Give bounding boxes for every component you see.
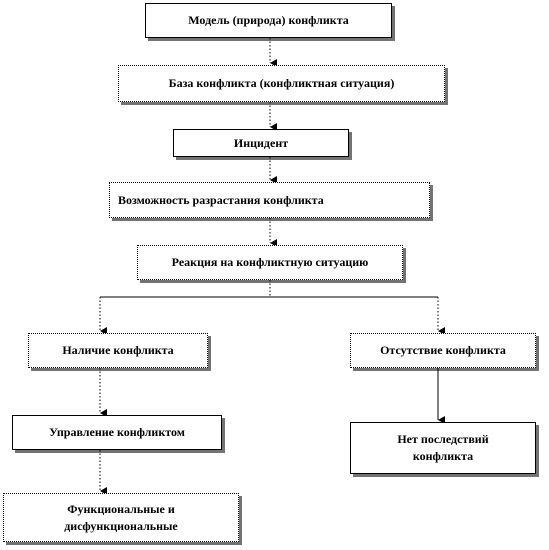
node-absence-label: Отсутствие конфликта — [380, 343, 506, 357]
node-management: Управление конфликтом — [12, 415, 222, 450]
node-functional: Функциональные и дисфункциональные — [3, 493, 239, 542]
node-model-label: Модель (природа) конфликта — [188, 13, 349, 27]
node-reaction: Реакция на конфликтную ситуацию — [137, 245, 403, 280]
node-incident-label: Инцидент — [233, 135, 289, 150]
node-model: Модель (природа) конфликта — [145, 3, 392, 38]
node-reaction-label: Реакция на конфликтную ситуацию — [171, 255, 369, 269]
node-absence: Отсутствие конфликта — [350, 333, 536, 368]
node-presence-label: Наличие конфликта — [62, 343, 174, 357]
node-management-label: Управление конфликтом — [49, 425, 185, 439]
node-growth-label: Возможность разрастания конфликта — [118, 192, 324, 207]
node-growth: Возможность разрастания конфликта — [109, 182, 430, 218]
node-presence: Наличие конфликта — [28, 333, 208, 368]
node-base-label: База конфликта (конфликтная ситуация) — [168, 76, 395, 90]
node-no-consequences-line2: конфликта — [412, 449, 474, 463]
node-no-consequences-line1: Нет последствий — [397, 432, 489, 446]
node-functional-line1: Функциональные и — [67, 501, 175, 516]
node-incident: Инцидент — [173, 129, 349, 157]
node-base: База конфликта (конфликтная ситуация) — [118, 65, 445, 102]
node-no-consequences: Нет последствий конфликта — [350, 422, 536, 474]
node-functional-line2: дисфункциональные — [64, 518, 178, 533]
